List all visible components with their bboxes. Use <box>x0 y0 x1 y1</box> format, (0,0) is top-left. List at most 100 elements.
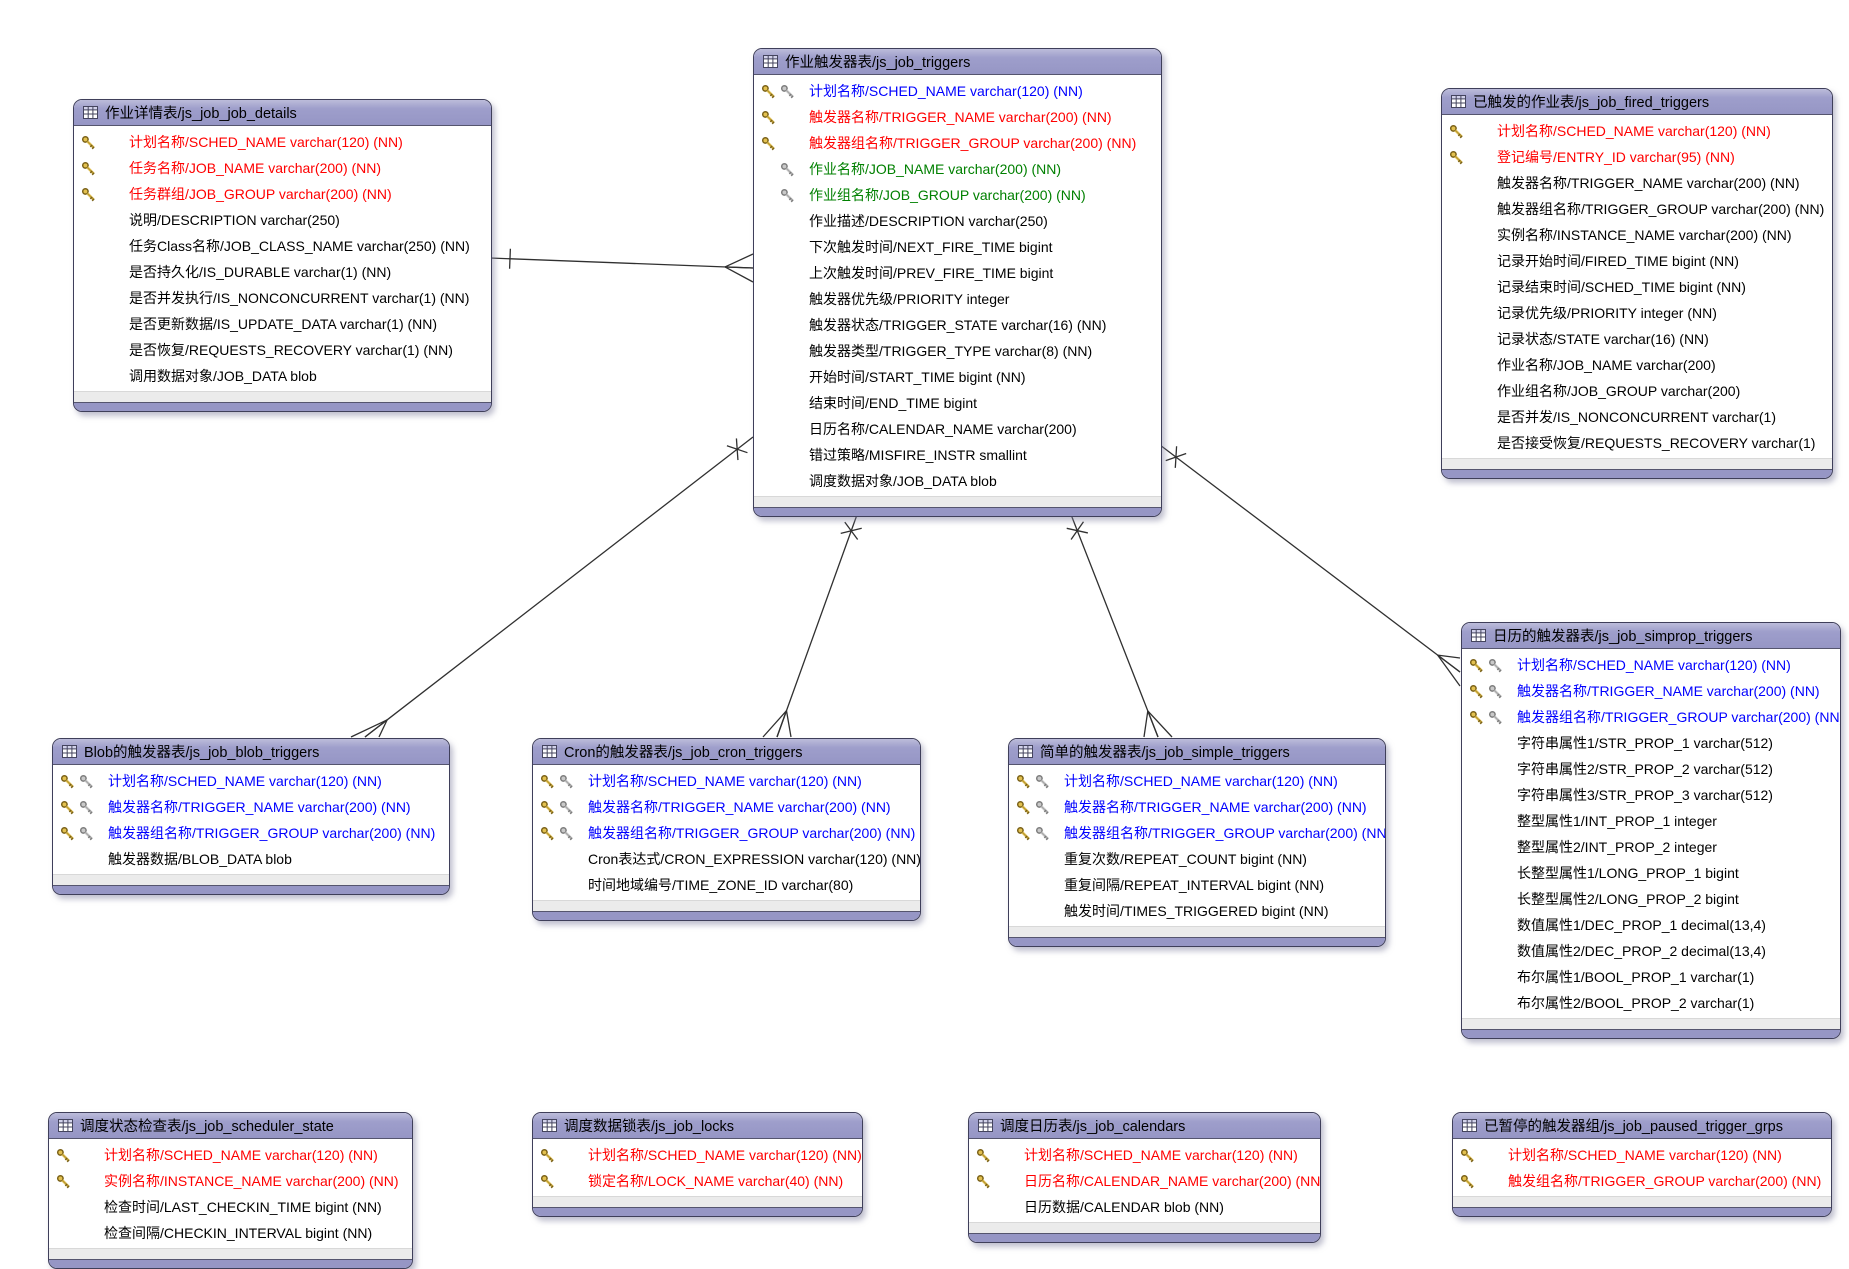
column-row[interactable]: 是否更新数据/IS_UPDATE_DATA varchar(1) (NN) <box>74 311 491 337</box>
entity-table-simprop_triggers[interactable]: 日历的触发器表/js_job_simprop_triggers 计划名称/SCHE… <box>1461 622 1841 1039</box>
column-row[interactable]: 字符串属性2/STR_PROP_2 varchar(512) <box>1462 756 1840 782</box>
column-row[interactable]: 触发器名称/TRIGGER_NAME varchar(200) (NN) <box>1462 678 1840 704</box>
column-row[interactable]: 记录结束时间/SCHED_TIME bigint (NN) <box>1442 274 1832 300</box>
relation-triggers-cron_triggers[interactable] <box>762 511 862 738</box>
column-row[interactable]: 布尔属性2/BOOL_PROP_2 varchar(1) <box>1462 990 1840 1016</box>
column-row[interactable]: 是否持久化/IS_DURABLE varchar(1) (NN) <box>74 259 491 285</box>
column-row[interactable]: 作业名称/JOB_NAME varchar(200) (NN) <box>754 156 1161 182</box>
column-row[interactable]: 触发器名称/TRIGGER_NAME varchar(200) (NN) <box>53 794 449 820</box>
column-row[interactable]: 开始时间/START_TIME bigint (NN) <box>754 364 1161 390</box>
column-row[interactable]: 计划名称/SCHED_NAME varchar(120) (NN) <box>1442 118 1832 144</box>
column-row[interactable]: 日历名称/CALENDAR_NAME varchar(200) (NN) <box>969 1168 1320 1194</box>
column-row[interactable]: 下次触发时间/NEXT_FIRE_TIME bigint <box>754 234 1161 260</box>
column-row[interactable]: 触发器名称/TRIGGER_NAME varchar(200) (NN) <box>1442 170 1832 196</box>
column-row[interactable]: 任务群组/JOB_GROUP varchar(200) (NN) <box>74 181 491 207</box>
column-row[interactable]: 调度数据对象/JOB_DATA blob <box>754 468 1161 494</box>
column-row[interactable]: 检查间隔/CHECKIN_INTERVAL bigint (NN) <box>49 1220 412 1246</box>
table-title-bar[interactable]: Blob的触发器表/js_job_blob_triggers <box>53 739 449 765</box>
table-title-bar[interactable]: 作业触发器表/js_job_triggers <box>754 49 1161 75</box>
column-row[interactable]: 计划名称/SCHED_NAME varchar(120) (NN) <box>53 768 449 794</box>
relation-triggers-simple_triggers[interactable] <box>1066 511 1173 738</box>
column-row[interactable]: 触发器名称/TRIGGER_NAME varchar(200) (NN) <box>533 794 920 820</box>
column-row[interactable]: 触发器组名称/TRIGGER_GROUP varchar(200) (NN) <box>1009 820 1385 846</box>
entity-table-locks[interactable]: 调度数据锁表/js_job_locks 计划名称/SCHED_NAME varch… <box>532 1112 863 1217</box>
column-row[interactable]: 说明/DESCRIPTION varchar(250) <box>74 207 491 233</box>
column-row[interactable]: 字符串属性3/STR_PROP_3 varchar(512) <box>1462 782 1840 808</box>
column-row[interactable]: 触发器数据/BLOB_DATA blob <box>53 846 449 872</box>
column-row[interactable]: 是否恢复/REQUESTS_RECOVERY varchar(1) (NN) <box>74 337 491 363</box>
table-title-bar[interactable]: 调度日历表/js_job_calendars <box>969 1113 1320 1139</box>
column-row[interactable]: 计划名称/SCHED_NAME varchar(120) (NN) <box>74 129 491 155</box>
column-row[interactable]: 计划名称/SCHED_NAME varchar(120) (NN) <box>49 1142 412 1168</box>
column-row[interactable]: 触发器组名称/TRIGGER_GROUP varchar(200) (NN) <box>1462 704 1840 730</box>
column-row[interactable]: 字符串属性1/STR_PROP_1 varchar(512) <box>1462 730 1840 756</box>
column-row[interactable]: 作业描述/DESCRIPTION varchar(250) <box>754 208 1161 234</box>
column-row[interactable]: 长整型属性1/LONG_PROP_1 bigint <box>1462 860 1840 886</box>
column-row[interactable]: 任务Class名称/JOB_CLASS_NAME varchar(250) (N… <box>74 233 491 259</box>
column-row[interactable]: 触发器优先级/PRIORITY integer <box>754 286 1161 312</box>
column-row[interactable]: 数值属性2/DEC_PROP_2 decimal(13,4) <box>1462 938 1840 964</box>
column-row[interactable]: 触发器组名称/TRIGGER_GROUP varchar(200) (NN) <box>754 130 1161 156</box>
table-title-bar[interactable]: Cron的触发器表/js_job_cron_triggers <box>533 739 920 765</box>
column-row[interactable]: 锁定名称/LOCK_NAME varchar(40) (NN) <box>533 1168 862 1194</box>
column-row[interactable]: 记录开始时间/FIRED_TIME bigint (NN) <box>1442 248 1832 274</box>
table-title-bar[interactable]: 简单的触发器表/js_job_simple_triggers <box>1009 739 1385 765</box>
column-row[interactable]: 是否并发执行/IS_NONCONCURRENT varchar(1) (NN) <box>74 285 491 311</box>
column-row[interactable]: 是否并发/IS_NONCONCURRENT varchar(1) <box>1442 404 1832 430</box>
table-title-bar[interactable]: 已触发的作业表/js_job_fired_triggers <box>1442 89 1832 115</box>
column-row[interactable]: 登记编号/ENTRY_ID varchar(95) (NN) <box>1442 144 1832 170</box>
column-row[interactable]: 触发器组名称/TRIGGER_GROUP varchar(200) (NN) <box>533 820 920 846</box>
relation-job_details-triggers[interactable] <box>489 248 754 283</box>
entity-table-triggers[interactable]: 作业触发器表/js_job_triggers 计划名称/SCHED_NAME va… <box>753 48 1162 517</box>
column-row[interactable]: 计划名称/SCHED_NAME varchar(120) (NN) <box>1462 652 1840 678</box>
column-row[interactable]: 触发器组名称/TRIGGER_GROUP varchar(200) (NN) <box>53 820 449 846</box>
column-row[interactable]: 结束时间/END_TIME bigint <box>754 390 1161 416</box>
column-row[interactable]: 上次触发时间/PREV_FIRE_TIME bigint <box>754 260 1161 286</box>
column-row[interactable]: 触发器名称/TRIGGER_NAME varchar(200) (NN) <box>754 104 1161 130</box>
column-row[interactable]: 触发器组名称/TRIGGER_GROUP varchar(200) (NN) <box>1442 196 1832 222</box>
entity-table-calendars[interactable]: 调度日历表/js_job_calendars 计划名称/SCHED_NAME va… <box>968 1112 1321 1243</box>
column-row[interactable]: 日历数据/CALENDAR blob (NN) <box>969 1194 1320 1220</box>
column-row[interactable]: 整型属性1/INT_PROP_1 integer <box>1462 808 1840 834</box>
relation-triggers-simprop_triggers[interactable] <box>1159 444 1461 687</box>
table-title-bar[interactable]: 调度状态检查表/js_job_scheduler_state <box>49 1113 412 1139</box>
entity-table-cron_triggers[interactable]: Cron的触发器表/js_job_cron_triggers 计划名称/SCHED… <box>532 738 921 921</box>
entity-table-scheduler_state[interactable]: 调度状态检查表/js_job_scheduler_state 计划名称/SCHED… <box>48 1112 413 1269</box>
column-row[interactable]: 触发组名称/TRIGGER_GROUP varchar(200) (NN) <box>1453 1168 1831 1194</box>
column-row[interactable]: 实例名称/INSTANCE_NAME varchar(200) (NN) <box>1442 222 1832 248</box>
column-row[interactable]: 整型属性2/INT_PROP_2 integer <box>1462 834 1840 860</box>
column-row[interactable]: 数值属性1/DEC_PROP_1 decimal(13,4) <box>1462 912 1840 938</box>
column-row[interactable]: 触发器名称/TRIGGER_NAME varchar(200) (NN) <box>1009 794 1385 820</box>
column-row[interactable]: 计划名称/SCHED_NAME varchar(120) (NN) <box>1009 768 1385 794</box>
table-title-bar[interactable]: 调度数据锁表/js_job_locks <box>533 1113 862 1139</box>
column-row[interactable]: 检查时间/LAST_CHECKIN_TIME bigint (NN) <box>49 1194 412 1220</box>
column-row[interactable]: 触发时间/TIMES_TRIGGERED bigint (NN) <box>1009 898 1385 924</box>
column-row[interactable]: 是否接受恢复/REQUESTS_RECOVERY varchar(1) <box>1442 430 1832 456</box>
column-row[interactable]: 计划名称/SCHED_NAME varchar(120) (NN) <box>754 78 1161 104</box>
column-row[interactable]: 调用数据对象/JOB_DATA blob <box>74 363 491 389</box>
column-row[interactable]: 重复次数/REPEAT_COUNT bigint (NN) <box>1009 846 1385 872</box>
column-row[interactable]: 作业组名称/JOB_GROUP varchar(200) (NN) <box>754 182 1161 208</box>
column-row[interactable]: 触发器状态/TRIGGER_STATE varchar(16) (NN) <box>754 312 1161 338</box>
column-row[interactable]: 长整型属性2/LONG_PROP_2 bigint <box>1462 886 1840 912</box>
column-row[interactable]: 任务名称/JOB_NAME varchar(200) (NN) <box>74 155 491 181</box>
column-row[interactable]: 计划名称/SCHED_NAME varchar(120) (NN) <box>969 1142 1320 1168</box>
column-row[interactable]: 日历名称/CALENDAR_NAME varchar(200) <box>754 416 1161 442</box>
table-title-bar[interactable]: 日历的触发器表/js_job_simprop_triggers <box>1462 623 1840 649</box>
column-row[interactable]: 实例名称/INSTANCE_NAME varchar(200) (NN) <box>49 1168 412 1194</box>
column-row[interactable]: 计划名称/SCHED_NAME varchar(120) (NN) <box>533 1142 862 1168</box>
entity-table-fired_triggers[interactable]: 已触发的作业表/js_job_fired_triggers 计划名称/SCHED_… <box>1441 88 1833 479</box>
entity-table-blob_triggers[interactable]: Blob的触发器表/js_job_blob_triggers 计划名称/SCHED… <box>52 738 450 895</box>
entity-table-simple_triggers[interactable]: 简单的触发器表/js_job_simple_triggers 计划名称/SCHED… <box>1008 738 1386 947</box>
column-row[interactable]: 记录状态/STATE varchar(16) (NN) <box>1442 326 1832 352</box>
column-row[interactable]: 作业组名称/JOB_GROUP varchar(200) <box>1442 378 1832 404</box>
column-row[interactable]: 错过策略/MISFIRE_INSTR smallint <box>754 442 1161 468</box>
column-row[interactable]: 计划名称/SCHED_NAME varchar(120) (NN) <box>533 768 920 794</box>
column-row[interactable]: 触发器类型/TRIGGER_TYPE varchar(8) (NN) <box>754 338 1161 364</box>
column-row[interactable]: 时间地域编号/TIME_ZONE_ID varchar(80) <box>533 872 920 898</box>
relation-triggers-blob_triggers[interactable] <box>350 436 754 738</box>
column-row[interactable]: 计划名称/SCHED_NAME varchar(120) (NN) <box>1453 1142 1831 1168</box>
